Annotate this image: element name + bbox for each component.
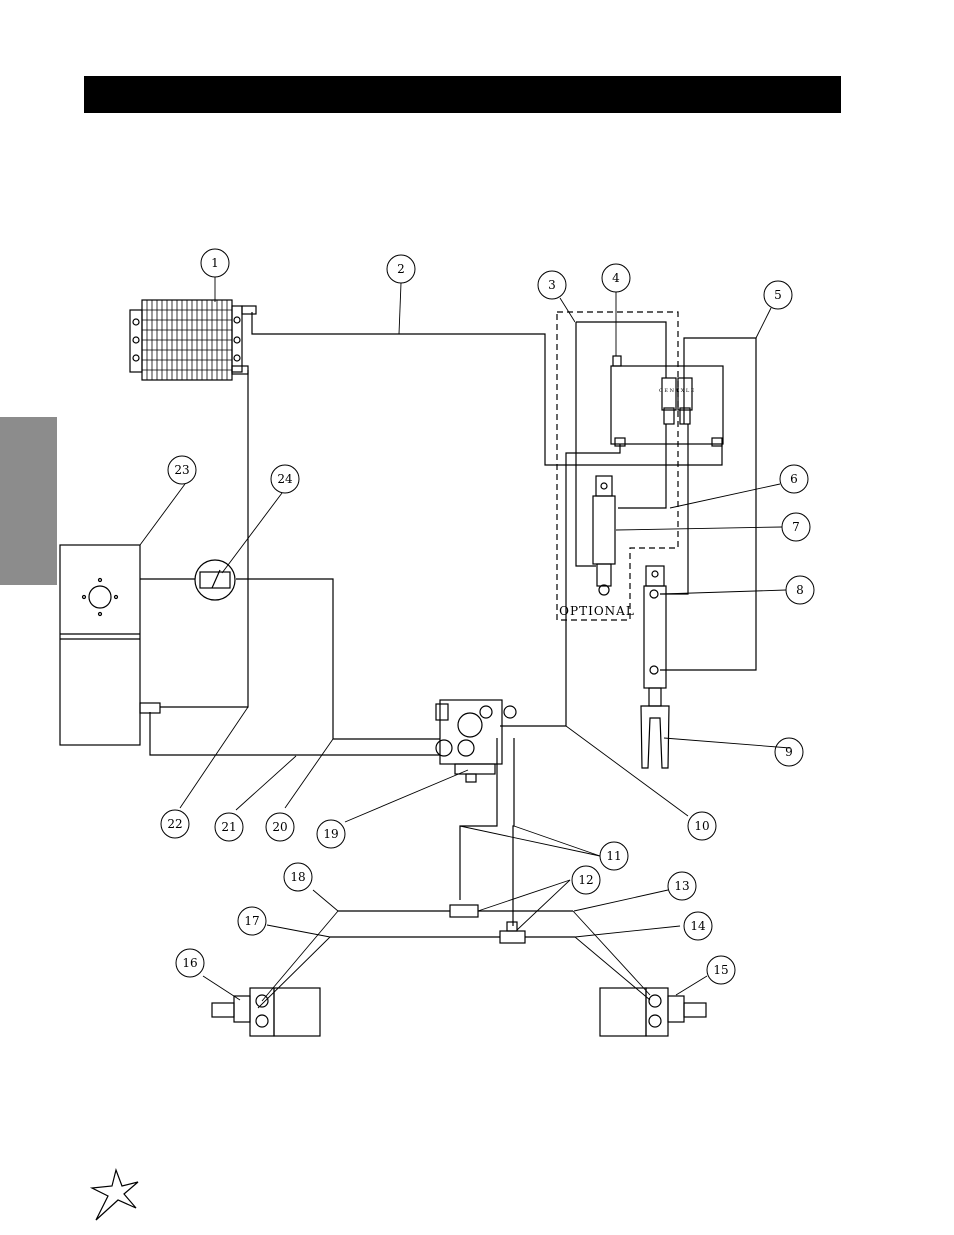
callout-11: 11	[606, 849, 621, 863]
air-tank	[59, 544, 161, 746]
relay-valve	[435, 699, 517, 783]
optional-label: OPTIONAL	[559, 604, 635, 618]
lift-cylinder	[640, 565, 670, 769]
callout-5: 5	[774, 288, 782, 302]
leader-lines	[139, 277, 791, 1009]
callout-1: 1	[211, 256, 219, 270]
callout-23: 23	[174, 463, 189, 477]
valve-label-cent: C E N T	[659, 388, 680, 394]
brand-logo	[89, 1167, 139, 1221]
callout-8: 8	[796, 583, 804, 597]
air-dryer-radiator	[129, 299, 257, 381]
callout-6: 6	[790, 472, 798, 486]
air-lines	[140, 312, 723, 938]
callout-15: 15	[713, 963, 728, 977]
callout-circles	[160, 248, 815, 985]
callout-12: 12	[578, 873, 593, 887]
callout-7: 7	[792, 520, 800, 534]
callout-10: 10	[694, 819, 709, 833]
valve-label-axle: A X L E	[675, 388, 695, 394]
callout-4: 4	[612, 271, 620, 285]
callout-18: 18	[290, 870, 305, 884]
callout-22: 22	[167, 817, 182, 831]
pressure-gauge	[194, 559, 236, 601]
side-tab	[0, 417, 57, 585]
callout-16: 16	[182, 956, 197, 970]
callout-2: 2	[397, 262, 405, 276]
callout-9: 9	[785, 745, 793, 759]
callout-17: 17	[244, 914, 259, 928]
brake-chamber-right	[599, 987, 707, 1037]
callout-numbers: 1 2 3 4 5 6 7 8 9 10 11 12 13 14 15 16 1…	[167, 256, 803, 977]
callout-24: 24	[277, 472, 293, 486]
callout-20: 20	[272, 820, 287, 834]
callout-13: 13	[674, 879, 689, 893]
callout-14: 14	[690, 919, 706, 933]
header-bar	[84, 76, 841, 113]
brake-chamber-left	[211, 987, 321, 1037]
optional-valve-group	[556, 311, 757, 671]
callout-3: 3	[548, 278, 556, 292]
callout-19: 19	[323, 827, 338, 841]
callout-21: 21	[221, 820, 236, 834]
